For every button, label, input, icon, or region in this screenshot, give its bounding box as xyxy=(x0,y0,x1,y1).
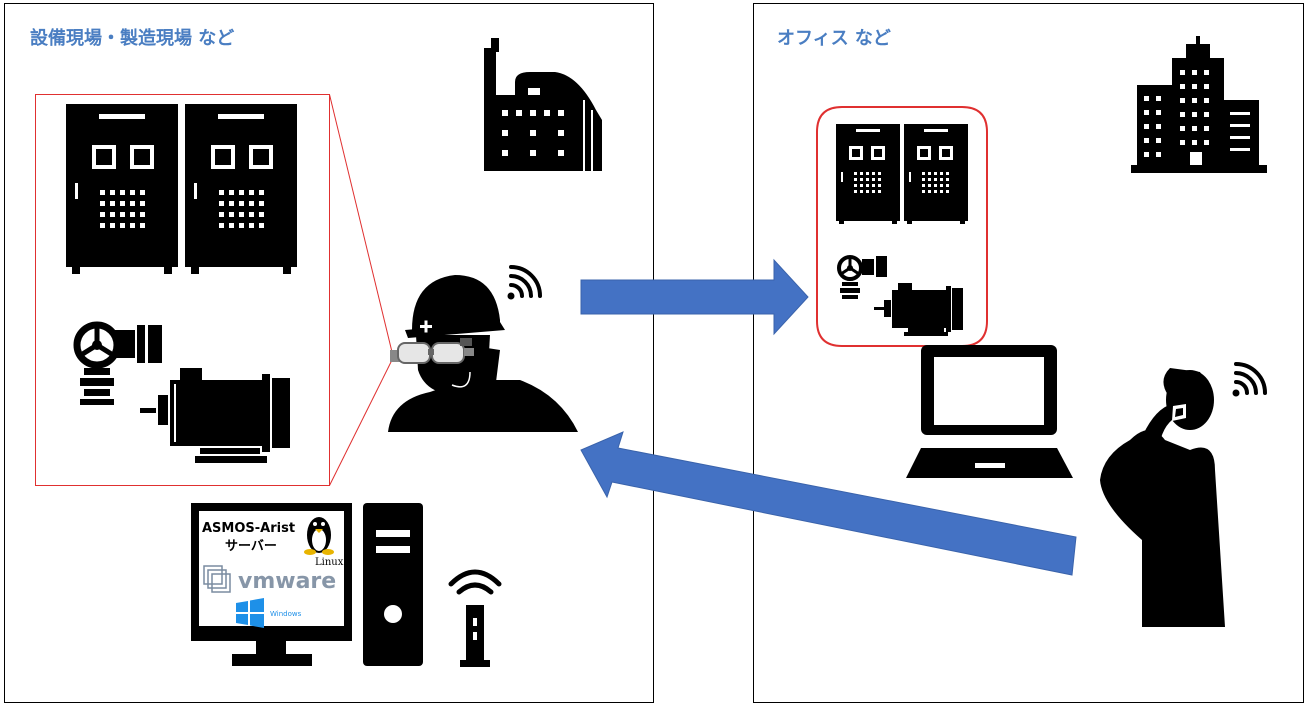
valve-small-icon xyxy=(837,255,887,299)
control-cabinet-icon xyxy=(185,104,297,274)
motor-icon xyxy=(140,368,290,463)
server-monitor: ASMOS-Arist サーバー Linux vmware Windows xyxy=(191,503,352,666)
control-cabinet-small-icon xyxy=(836,124,900,224)
left-panel-title: 設備現場・製造現場 など xyxy=(30,27,234,49)
factory-icon xyxy=(484,38,602,171)
valve-icon xyxy=(73,321,162,405)
arrow-to-site xyxy=(580,431,1077,576)
windows-logo-icon xyxy=(236,598,264,628)
vmware-label: vmware xyxy=(238,569,336,594)
smart-glasses-icon xyxy=(390,338,474,364)
right-panel-title: オフィス など xyxy=(777,28,891,49)
motor-small-icon xyxy=(874,283,963,336)
control-cabinet-small-icon xyxy=(904,124,968,224)
control-cabinet-icon xyxy=(66,104,178,274)
arrow-to-office xyxy=(580,258,809,336)
worker-smart-glasses-icon xyxy=(388,275,578,432)
person-on-phone-icon xyxy=(1100,368,1225,627)
linux-tux-icon xyxy=(304,517,334,555)
server-name-line1: ASMOS-Arist xyxy=(202,521,295,536)
wifi-signal-icon xyxy=(1232,362,1267,397)
office-building-icon xyxy=(1131,36,1267,173)
wifi-signal-icon xyxy=(507,265,542,300)
vmware-logo-icon xyxy=(203,565,231,593)
windows-label: Windows xyxy=(270,610,302,618)
laptop-icon xyxy=(906,345,1073,478)
linux-label: Linux xyxy=(315,557,344,568)
server-tower-icon xyxy=(363,503,423,666)
wireless-access-point-icon xyxy=(448,569,502,667)
server-name-line2: サーバー xyxy=(225,539,277,554)
equipment-callout-box xyxy=(35,94,393,486)
